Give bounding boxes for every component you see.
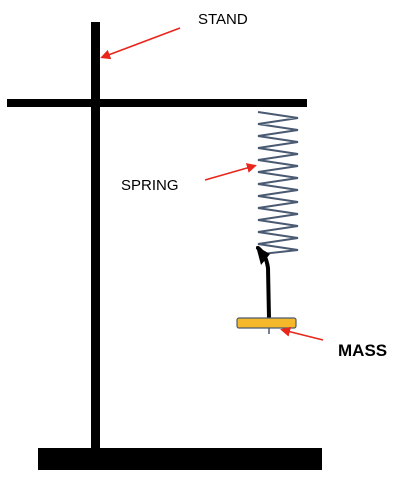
mass-pointer-arrow [280,326,324,341]
stand-base [38,448,322,470]
spring-pointer-arrow [204,163,257,181]
stand-label: STAND [198,11,248,28]
pull-arrow [256,246,271,320]
spring-label: SPRING [121,177,179,194]
stand-vertical-pole [91,22,100,452]
mass-label: MASS [338,341,388,360]
stand-horizontal-arm [7,99,307,107]
mass-weight [236,317,297,334]
stand-pointer-arrow [100,27,181,60]
spring-coil [257,111,299,255]
stand [7,22,322,470]
